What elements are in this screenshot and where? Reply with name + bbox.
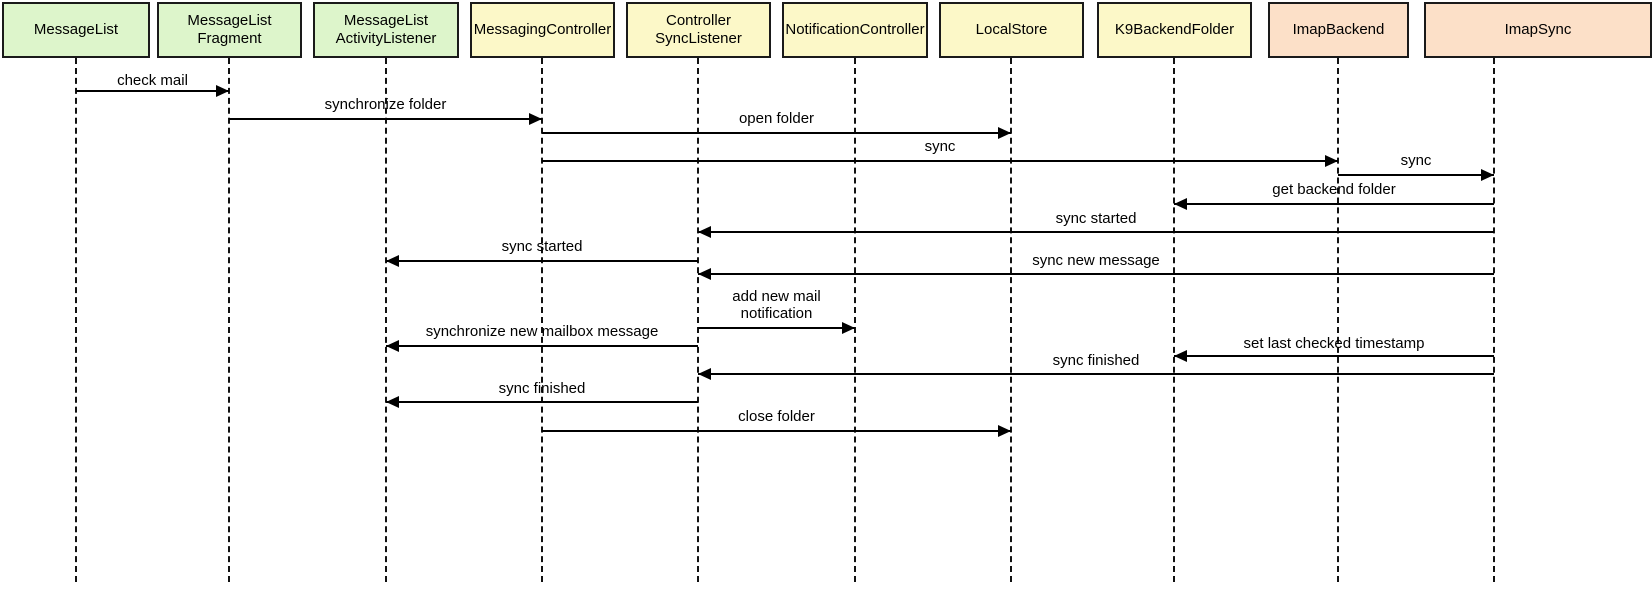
participant-box-notification-controller[interactable]: NotificationController xyxy=(782,2,928,58)
message-arrowhead-sync-new-mailbox-message xyxy=(386,340,399,352)
message-arrowhead-sync-to-imapsync xyxy=(1481,169,1494,181)
message-arrowhead-add-new-mail-notification xyxy=(842,322,855,334)
message-label-synchronize-folder: synchronize folder xyxy=(324,96,447,113)
participant-label: ImapBackend xyxy=(1292,21,1385,38)
message-line-sync-new-mailbox-message xyxy=(386,345,698,347)
message-arrowhead-sync-started-listener xyxy=(698,226,711,238)
message-label-sync-new-mailbox-message: synchronize new mailbox message xyxy=(425,323,659,340)
message-label-close-folder: close folder xyxy=(738,408,815,425)
participant-box-local-store[interactable]: LocalStore xyxy=(939,2,1084,58)
message-arrowhead-sync-finished-activity xyxy=(386,396,399,408)
lifeline-notification-controller xyxy=(854,58,856,582)
participant-box-imap-sync[interactable]: ImapSync xyxy=(1424,2,1652,58)
participant-box-messaging-controller[interactable]: MessagingController xyxy=(470,2,615,58)
participant-label: LocalStore xyxy=(975,21,1048,38)
message-line-check-mail xyxy=(76,90,229,92)
participant-box-message-list[interactable]: MessageList xyxy=(2,2,150,58)
message-label-check-mail: check mail xyxy=(117,72,188,89)
message-label-sync-finished-activity: sync finished xyxy=(498,380,586,397)
message-arrowhead-set-last-checked-timestamp xyxy=(1174,350,1187,362)
participant-label: MessageList xyxy=(33,21,119,38)
message-arrowhead-sync-new-message xyxy=(698,268,711,280)
message-line-set-last-checked-timestamp xyxy=(1174,355,1494,357)
message-line-sync-new-message xyxy=(698,273,1494,275)
message-arrowhead-open-folder xyxy=(998,127,1011,139)
lifeline-controller-sync-listener xyxy=(697,58,699,582)
message-line-add-new-mail-notification xyxy=(698,327,855,329)
participant-box-message-list-fragment[interactable]: MessageList Fragment xyxy=(157,2,302,58)
message-line-synchronize-folder xyxy=(229,118,542,120)
participant-box-imap-backend[interactable]: ImapBackend xyxy=(1268,2,1409,58)
message-line-close-folder xyxy=(542,430,1011,432)
message-line-sync-to-backend xyxy=(542,160,1338,162)
participant-box-message-list-act-listener[interactable]: MessageList ActivityListener xyxy=(313,2,459,58)
participant-label: MessageList ActivityListener xyxy=(335,12,437,47)
lifeline-message-list-act-listener xyxy=(385,58,387,582)
message-line-sync-started-activity xyxy=(386,260,698,262)
participant-label: MessageList Fragment xyxy=(187,12,272,47)
message-line-open-folder xyxy=(542,132,1011,134)
message-label-sync-to-imapsync: sync xyxy=(1400,152,1432,169)
message-label-sync-started-activity: sync started xyxy=(501,238,583,255)
lifeline-imap-sync xyxy=(1493,58,1495,582)
lifeline-message-list-fragment xyxy=(228,58,230,582)
lifeline-local-store xyxy=(1010,58,1012,582)
message-label-sync-new-message: sync new message xyxy=(1032,252,1160,269)
message-arrowhead-sync-finished-listener xyxy=(698,368,711,380)
lifeline-message-list xyxy=(75,58,77,582)
participant-label: K9BackendFolder xyxy=(1114,21,1235,38)
message-arrowhead-close-folder xyxy=(998,425,1011,437)
message-label-sync-to-backend: sync xyxy=(924,138,956,155)
message-line-sync-started-listener xyxy=(698,231,1494,233)
message-line-get-backend-folder xyxy=(1174,203,1494,205)
message-line-sync-finished-activity xyxy=(386,401,698,403)
message-line-sync-to-imapsync xyxy=(1338,174,1494,176)
participant-box-k9-backend-folder[interactable]: K9BackendFolder xyxy=(1097,2,1252,58)
message-arrowhead-sync-started-activity xyxy=(386,255,399,267)
message-label-sync-finished-listener: sync finished xyxy=(1052,352,1140,369)
participant-label: NotificationController xyxy=(785,21,925,38)
participant-label: ImapSync xyxy=(1504,21,1572,38)
message-label-open-folder: open folder xyxy=(738,110,815,127)
participant-label: MessagingController xyxy=(473,21,612,38)
message-label-get-backend-folder: get backend folder xyxy=(1272,181,1396,198)
message-label-sync-started-listener: sync started xyxy=(1055,210,1137,227)
lifeline-messaging-controller xyxy=(541,58,543,582)
participant-box-controller-sync-listener[interactable]: Controller SyncListener xyxy=(626,2,771,58)
message-arrowhead-get-backend-folder xyxy=(1174,198,1187,210)
participant-label: Controller SyncListener xyxy=(655,12,742,47)
message-arrowhead-check-mail xyxy=(216,85,229,97)
message-line-sync-finished-listener xyxy=(698,373,1494,375)
message-label-add-new-mail-notification: add new mail notification xyxy=(732,288,821,322)
message-label-set-last-checked-timestamp: set last checked timestamp xyxy=(1243,335,1425,352)
lifeline-imap-backend xyxy=(1337,58,1339,582)
message-arrowhead-sync-to-backend xyxy=(1325,155,1338,167)
message-arrowhead-synchronize-folder xyxy=(529,113,542,125)
lifeline-k9-backend-folder xyxy=(1173,58,1175,582)
